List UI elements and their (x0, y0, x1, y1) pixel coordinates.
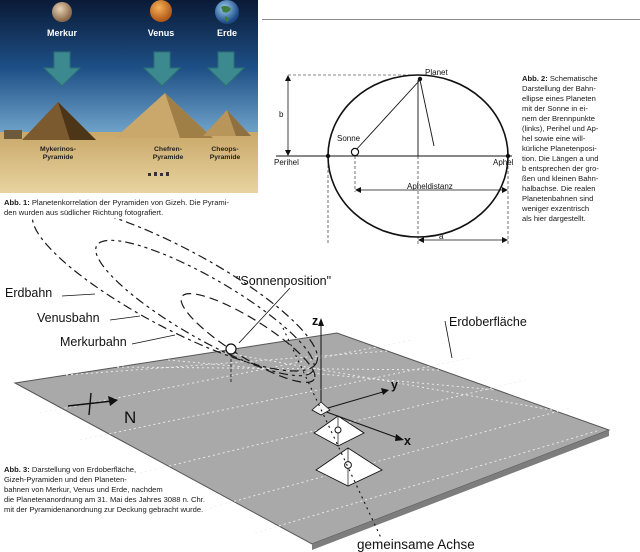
sun-label-pointer (238, 287, 291, 344)
arrow-down-icon (142, 51, 182, 87)
label-b: b (279, 110, 284, 119)
caption-line: Planetenbahnen sind (522, 194, 594, 203)
orbit-ellipse-diagram (276, 74, 512, 245)
pyramid-label-line: Mykerinos- (40, 146, 76, 153)
caption-line: als hier dargestellt. (522, 214, 586, 223)
caption-line: Schematische (549, 74, 598, 83)
label-erdoberflaeche: Erdoberfläche (449, 315, 527, 329)
caption-label: Abb. 2: (522, 74, 548, 83)
perihel-point (325, 153, 331, 159)
y-axis-arrow (381, 388, 389, 395)
planet-label-erde: Erde (216, 28, 237, 38)
label-sonne: Sonne (337, 134, 361, 143)
caption-line: ellipse eines Planeten (522, 94, 596, 103)
caption-line: tion. Die Längen a und (522, 154, 599, 163)
pyramids-photo-art (0, 0, 258, 193)
label-planet: Planet (425, 68, 448, 77)
erdbahn-orbit (31, 218, 319, 372)
pyramid-label-line: Chefren- (154, 146, 182, 153)
caption-line: weniger exzentrisch (522, 204, 590, 213)
merkurbahn-orbit (180, 293, 316, 383)
caption-line: b entsprechen der gro- (522, 164, 599, 173)
pyramid-label-mykerinos: Mykerinos- Pyramide (18, 146, 98, 162)
caption-label: Abb. 1: (4, 198, 30, 207)
label-merkurbahn: Merkurbahn (60, 335, 127, 349)
label-sonnenposition: "Sonnenposition" (236, 274, 332, 288)
label-north: N (124, 408, 137, 427)
label-z-axis: z (312, 314, 319, 328)
label-aphel: Aphel (493, 158, 514, 167)
planet-label-merkur: Merkur (46, 28, 77, 38)
pyramid-label-cheops: Cheops- Pyramide (192, 146, 258, 162)
earth-surface-3d-diagram (13, 218, 611, 550)
sun-planet-line (354, 79, 421, 152)
label-y-axis: y (391, 378, 398, 392)
caption-line: halbachse. Die realen (522, 184, 596, 193)
fig1-caption: Abb. 1: Planetenkorrelation der Pyramide… (4, 198, 260, 218)
pyramid-label-line: Pyramide (152, 154, 184, 161)
label-apheldistanz: Apheldistanz (407, 182, 453, 191)
fig2-caption: Abb. 2: Schematische Darstellung der Bah… (522, 74, 638, 224)
z-axis-arrow (318, 318, 324, 326)
caption-line: mit der Sonne in ei- (522, 104, 588, 113)
caption-line: Planetenkorrelation der Pyramiden von Gi… (31, 198, 229, 207)
caption-line: hel sowie eine will- (522, 134, 586, 143)
caption-line: Gizeh-Pyramiden und den Planeten- (4, 475, 127, 484)
caption-line: nem der Brennpunkte (522, 114, 596, 123)
label-venusbahn: Venusbahn (37, 311, 100, 325)
label-x-axis: x (404, 434, 411, 448)
label-a: a (439, 232, 444, 241)
mercury-icon (52, 2, 72, 22)
planet-dot (417, 76, 423, 82)
pyramid-label-line: Pyramide (42, 154, 74, 161)
planet-label-venus: Venus (147, 28, 175, 38)
arrow-down-icon (42, 51, 82, 87)
pyramid-group (311, 401, 383, 487)
caption-line: ßen und kleinen Bahn- (522, 174, 599, 183)
caption-line: die Planetenanordnung am 31. Mai des Jah… (4, 495, 205, 504)
caption-line: bahnen von Merkur, Venus und Erde, nachd… (4, 485, 163, 494)
caption-line: Darstellung der Bahn- (522, 84, 596, 93)
label-perihel: Perihel (274, 158, 299, 167)
mykerinos-pyramid-icon (311, 401, 331, 416)
section-divider (262, 19, 640, 20)
x-axis-arrow (395, 434, 404, 441)
sun-position-marker (225, 343, 237, 355)
label-erdbahn: Erdbahn (5, 286, 53, 300)
sun-marker (350, 147, 360, 157)
surface-grid (39, 339, 601, 534)
caption-label: Abb. 3: (4, 465, 30, 474)
fig3-caption: Abb. 3: Darstellung von Erdoberfläche, G… (4, 465, 264, 515)
arrow-down-icon (206, 51, 246, 87)
caption-line: den wurden aus südlicher Richtung fotogr… (4, 208, 164, 217)
pyramid-label-chefren: Chefren- Pyramide (128, 146, 208, 162)
caption-line: Darstellung von Erdoberfläche, (31, 465, 137, 474)
pyramids-photo: Merkur Venus Erde Mykerinos- Pyramide Ch… (0, 0, 258, 193)
planet-line (419, 79, 435, 147)
pyramid-label-line: Pyramide (209, 154, 241, 161)
label-gemeinsame-achse: gemeinsame Achse (357, 537, 475, 552)
caption-line: mit der Pyramidenanordnung zur Deckung g… (4, 505, 204, 514)
venus-icon (150, 0, 172, 22)
caption-line: (links), Perihel und Ap- (522, 124, 599, 133)
caption-line: kürliche Planetenposi- (522, 144, 597, 153)
pyramid-label-line: Cheops- (211, 146, 239, 153)
